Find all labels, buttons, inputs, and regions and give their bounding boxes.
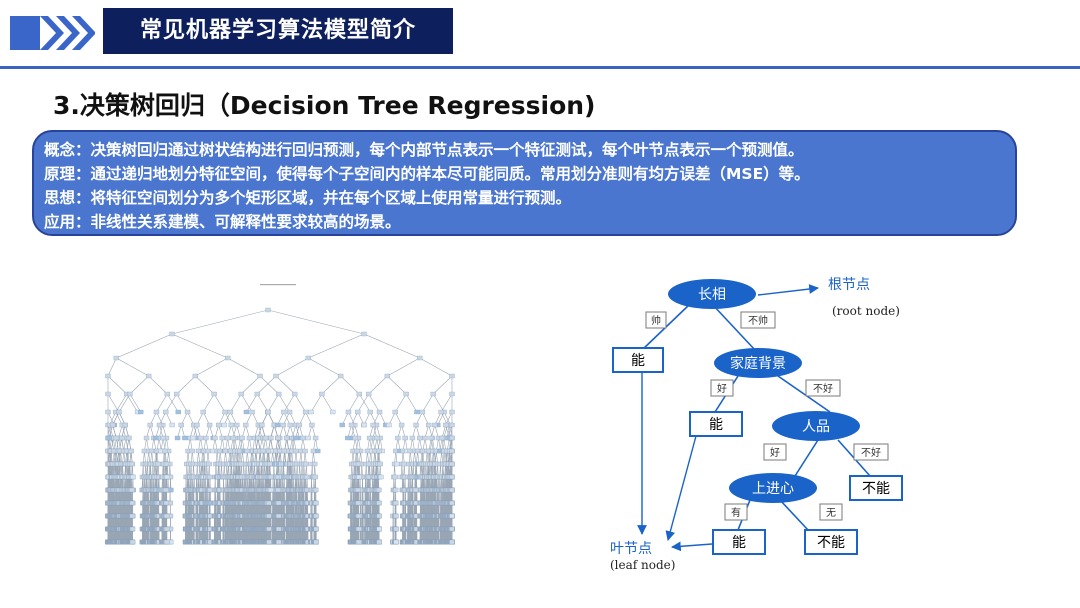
leaf-node-1: 能 [612, 347, 664, 373]
edge-label-ambition-left: 有 [724, 503, 748, 521]
leaf-node-4: 能 [712, 529, 766, 555]
leaf-node-3: 不能 [849, 475, 903, 501]
callout-leaf-node: 叶节点 [610, 541, 652, 557]
edge-label-family-right: 不好 [805, 379, 841, 397]
edge-label-character-right: 不好 [853, 443, 889, 461]
tree-node-character: 人品 [772, 411, 860, 441]
header-divider [0, 66, 1080, 69]
edge-label-ambition-right: 无 [819, 503, 843, 521]
info-box: 概念：决策树回归通过树状结构进行回归预测，每个内部节点表示一个特征测试，每个叶节… [32, 130, 1017, 236]
tree-node-root: 长相 [668, 279, 756, 309]
callout-root-node: 根节点 [828, 277, 870, 293]
decision-tree-diagram: 长相 家庭背景 人品 上进心 能 能 不能 能 不能 帅 不帅 [610, 277, 903, 572]
header-chevron-icon [10, 16, 95, 50]
info-line-principle: 原理：通过递归地划分特征空间，使得每个子空间内的样本尽可能同质。常用划分准则有均… [44, 162, 1005, 186]
edge-label-root-right: 不帅 [740, 311, 776, 329]
callout-leaf-node-en: (leaf node) [610, 558, 675, 572]
tree-node-family: 家庭背景 [714, 348, 802, 378]
edge-label-root-left: 帅 [645, 311, 667, 329]
decision-tree-figure [105, 284, 455, 545]
callout-root-node-en: (root node) [832, 304, 900, 318]
edge-label-family-left: 好 [710, 379, 734, 397]
info-line-idea: 思想：将特征空间划分为多个矩形区域，并在每个区域上使用常量进行预测。 [44, 186, 1005, 210]
info-line-concept: 概念：决策树回归通过树状结构进行回归预测，每个内部节点表示一个特征测试，每个叶节… [44, 138, 1005, 162]
section-title: 3.决策树回归（Decision Tree Regression) [53, 86, 595, 122]
edge-label-character-left: 好 [763, 443, 787, 461]
tree-node-ambition: 上进心 [729, 473, 817, 503]
header-title: 常见机器学习算法模型简介 [103, 8, 453, 54]
info-line-application: 应用：非线性关系建模、可解释性要求较高的场景。 [44, 210, 1005, 234]
leaf-node-2: 能 [689, 411, 743, 437]
leaf-node-5: 不能 [804, 529, 858, 555]
